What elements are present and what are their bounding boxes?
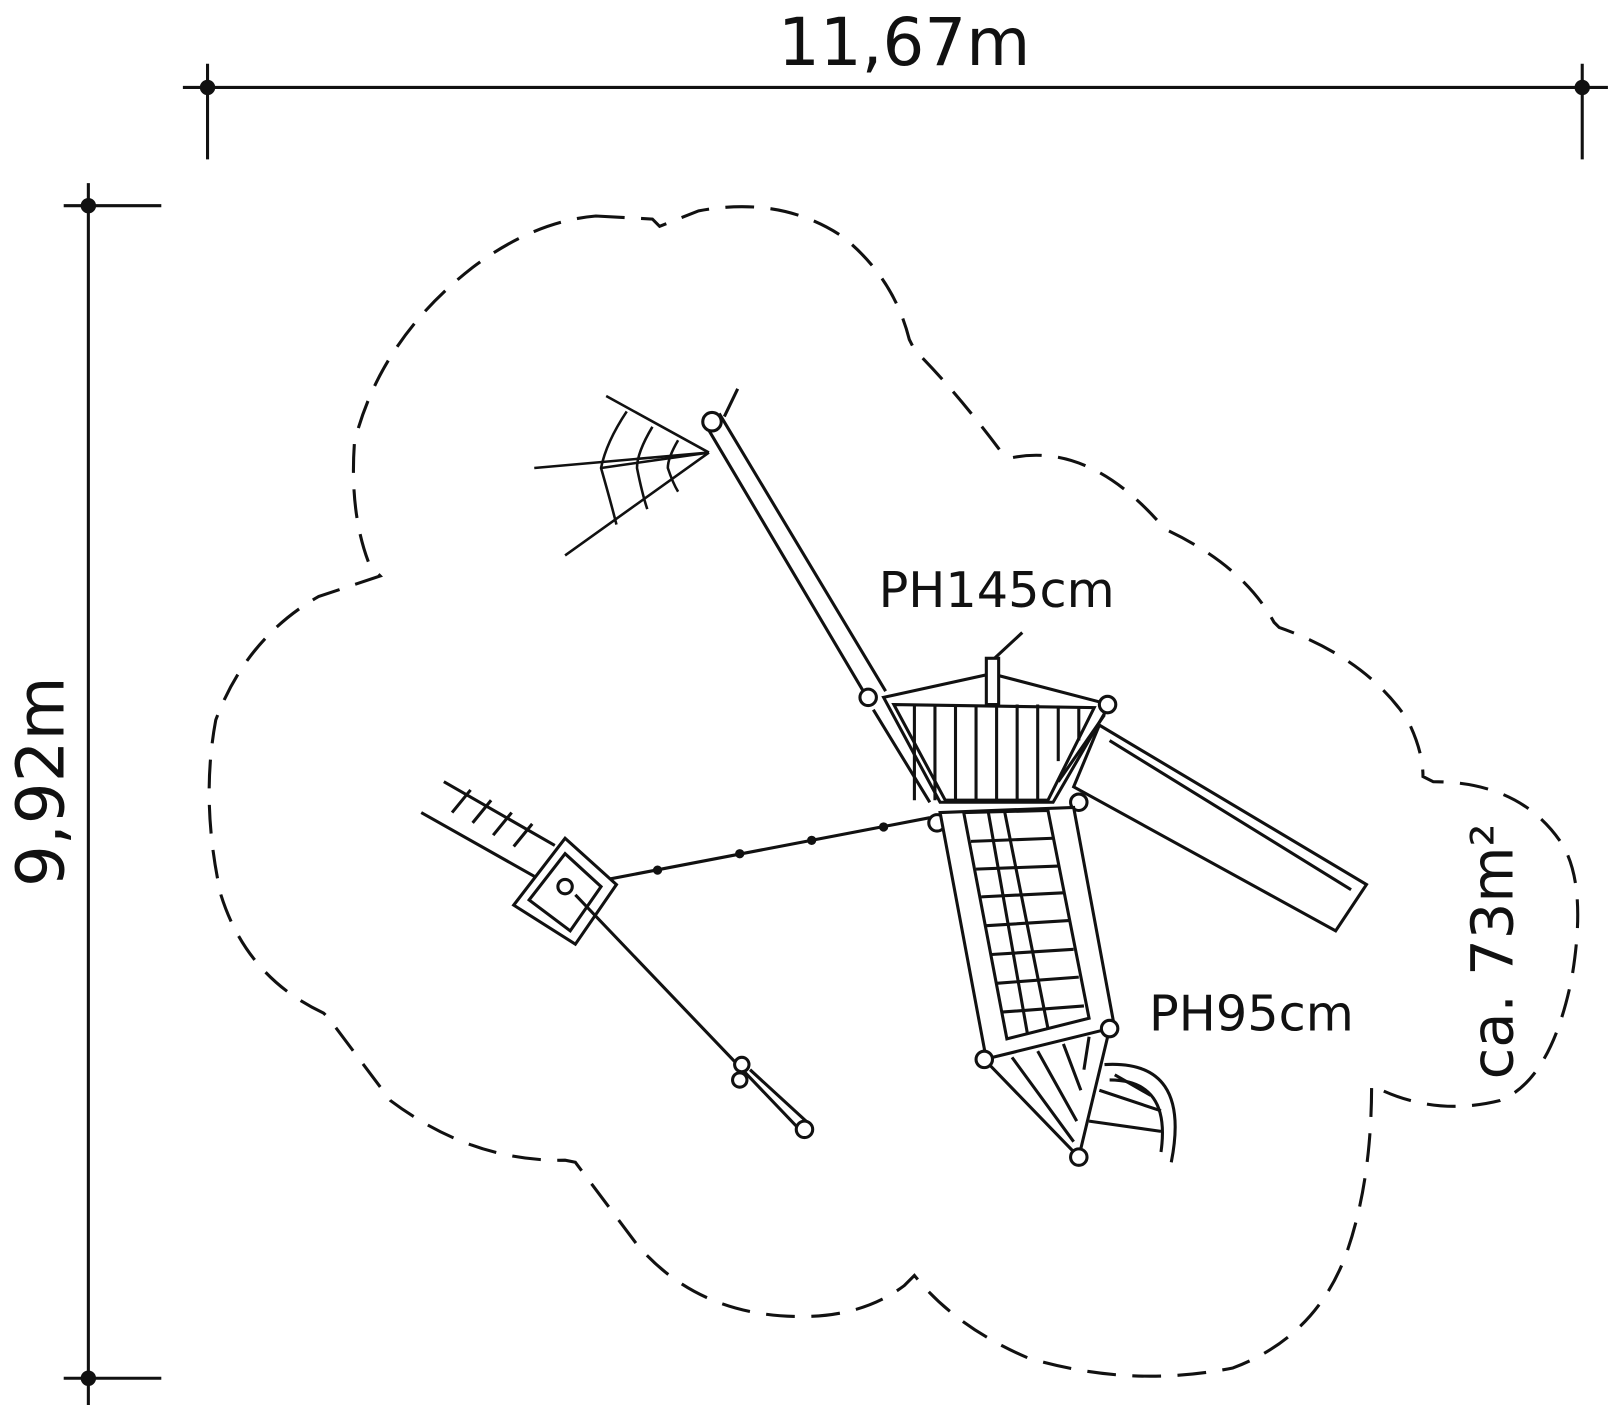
height-dimension	[63, 183, 162, 1405]
height-dimension-label: 9,92m	[3, 676, 80, 887]
rope-traverse	[580, 816, 931, 887]
platform-high-label: PH145cm	[879, 561, 1115, 619]
net-bridge	[938, 805, 1117, 1062]
ladder	[420, 780, 619, 947]
balance-beam	[574, 893, 815, 1140]
width-dimension-label: 11,67m	[778, 4, 1030, 81]
platform-high	[858, 631, 1118, 833]
step-platform	[1088, 1062, 1177, 1163]
platform-low	[974, 1018, 1120, 1167]
area-label: ca. 73m²	[1459, 823, 1526, 1079]
safety-area-outline	[207, 205, 1580, 1378]
platform-low-label: PH95cm	[1149, 985, 1354, 1043]
slide	[1056, 713, 1369, 933]
climbing-beam	[701, 388, 932, 804]
width-dimension	[182, 63, 1608, 160]
climbing-net	[534, 394, 710, 557]
